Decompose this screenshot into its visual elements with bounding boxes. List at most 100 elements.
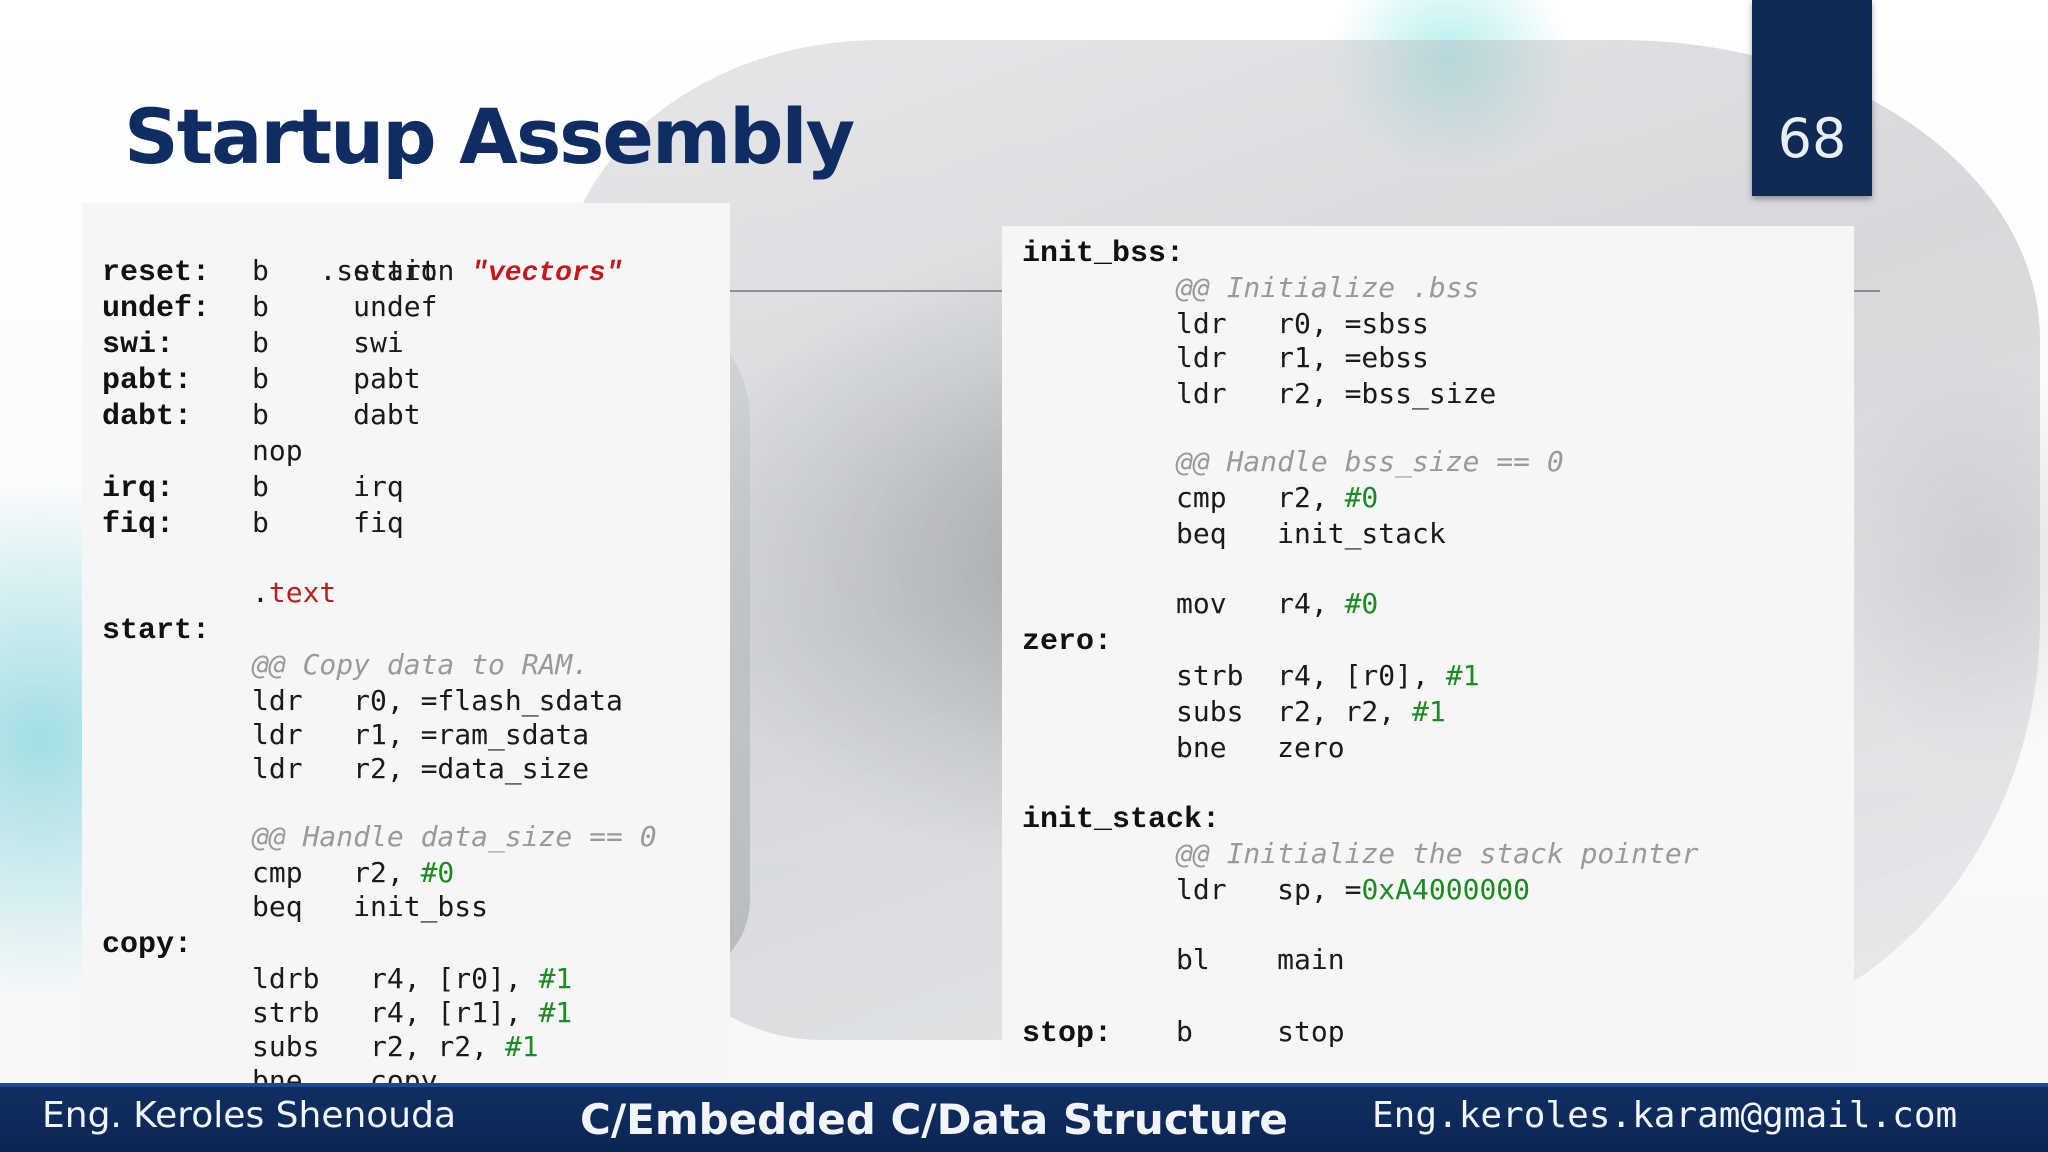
instruction: ldr r2, =bss_size [1176, 377, 1497, 410]
code-line: ldr r0, =flash_sdata [102, 683, 623, 719]
label-zero: zero: [1022, 625, 1113, 659]
instruction: b start [252, 254, 438, 287]
code-line: ldrb r4, [r0], #1 [102, 961, 572, 997]
code-line: init_stack: [1022, 800, 1221, 837]
code-line: pabt: b pabt [102, 361, 421, 398]
instruction: beq init_bss [252, 890, 489, 923]
code-line: cmp r2, #0 [102, 855, 454, 891]
immediate-value: #1 [538, 996, 573, 1029]
code-line: zero: [1022, 622, 1113, 659]
footer-bar: Eng. Keroles Shenouda C/Embedded C/Data … [0, 1087, 2048, 1152]
code-line: ldr r2, =bss_size [1022, 376, 1496, 412]
label-fiq: fiq: [102, 508, 175, 542]
instruction: ldr r2, =data_size [252, 752, 590, 785]
code-panel-right: init_bss: @@ Initialize .bss ldr r0, =sb… [1002, 226, 1854, 1072]
code-line: bl main [1022, 942, 1345, 978]
label-pabt: pabt: [102, 364, 193, 398]
code-line: irq:b irq [102, 469, 404, 506]
label-copy: copy: [102, 928, 193, 962]
code-comment: @@ Initialize .bss [1022, 270, 1479, 306]
immediate-value: #0 [420, 856, 455, 889]
code-line: stop: b stop [1022, 1014, 1345, 1051]
label-swi: swi: [102, 328, 175, 362]
label-init-bss: init_bss: [1022, 237, 1185, 271]
code-line: cmp r2, #0 [1022, 480, 1378, 516]
code-line: beq init_stack [1022, 516, 1446, 552]
comment-text: @@ Initialize .bss [1176, 271, 1480, 304]
code-line: ldr sp, =0xA4000000 [1022, 872, 1530, 908]
instruction: b stop [1176, 1015, 1345, 1048]
label-stop: stop: [1022, 1017, 1113, 1051]
instruction: mov r4, [1176, 587, 1345, 620]
comment-text: @@ Initialize the stack pointer [1176, 837, 1699, 870]
immediate-value: 0xA4000000 [1361, 873, 1531, 906]
code-line: beq init_bss [102, 889, 488, 925]
immediate-value: #0 [1344, 587, 1379, 620]
section-directive: .section [319, 254, 472, 287]
instruction: bne zero [1176, 731, 1345, 764]
page-number: 68 [1777, 107, 1847, 170]
instruction: ldr sp, = [1176, 873, 1362, 906]
label-start: start: [102, 614, 211, 648]
instruction: bl main [1176, 943, 1345, 976]
code-line: bne zero [1022, 730, 1345, 766]
page-number-tab: 68 [1752, 0, 1872, 196]
instruction: ldr r1, =ram_sdata [252, 718, 590, 751]
code-line: subs r2, r2, #1 [1022, 694, 1446, 730]
label-dabt: dabt: [102, 400, 193, 434]
comment-text: @@ Handle data_size == 0 [252, 820, 657, 853]
immediate-value: #1 [1445, 659, 1480, 692]
code-line: ldr r1, =ram_sdata [102, 717, 589, 753]
code-comment: @@ Handle bss_size == 0 [1022, 444, 1564, 480]
section-name: "vectors" [471, 258, 623, 289]
instruction: b dabt [252, 398, 421, 431]
code-line: dabt: b dabt [102, 397, 421, 434]
instruction: beq init_stack [1176, 517, 1446, 550]
label-irq: irq: [102, 472, 175, 506]
text-directive: text [268, 576, 337, 609]
label-init-stack: init_stack: [1022, 803, 1221, 837]
code-line: strb r4, [r1], #1 [102, 995, 572, 1031]
instruction: ldr r0, =sbss [1176, 307, 1429, 340]
immediate-value: #1 [1412, 695, 1446, 728]
instruction: ldrb r4, [r0], [252, 962, 539, 995]
footer-author: Eng. Keroles Shenouda [42, 1095, 457, 1136]
code-line: subs r2, r2, #1 [102, 1029, 539, 1065]
code-panel-left: .section "vectors" reset: b start undef: b… [82, 203, 730, 1097]
instruction: cmp r2, [252, 856, 421, 889]
instruction: subs r2, r2, [252, 1030, 505, 1063]
code-line: .section "vectors" [102, 217, 622, 289]
code-line: init_bss: [1022, 234, 1185, 271]
code-line: ldr r2, =data_size [102, 751, 589, 787]
code-line: undef: b undef [102, 289, 438, 326]
code-comment: @@ Initialize the stack pointer [1022, 836, 1699, 872]
instruction: nop [252, 434, 303, 467]
code-line: ldr r1, =ebss [1022, 340, 1429, 376]
code-comment: @@ Copy data to RAM. [102, 647, 589, 683]
instruction: b fiq [252, 506, 404, 539]
instruction: b undef [252, 290, 438, 323]
footer-course: C/Embedded C/Data Structure [580, 1095, 1288, 1144]
code-line: strb r4, [r0], #1 [1022, 658, 1479, 694]
immediate-value: #1 [538, 962, 573, 995]
instruction: ldr r0, =flash_sdata [252, 684, 623, 717]
code-comment: @@ Handle data_size == 0 [102, 819, 657, 855]
code-line: swi:b swi [102, 325, 404, 362]
slide-title: Startup Assembly [124, 92, 855, 181]
instruction: b pabt [252, 362, 421, 395]
directive-dot: . [252, 576, 269, 609]
instruction: subs r2, r2, [1176, 695, 1413, 728]
immediate-value: #1 [504, 1030, 539, 1063]
code-line: start: [102, 611, 211, 648]
code-line: ldr r0, =sbss [1022, 306, 1429, 342]
code-line: .text [102, 575, 336, 611]
instruction: strb r4, [r1], [252, 996, 539, 1029]
code-line: copy: [102, 925, 193, 962]
instruction: ldr r1, =ebss [1176, 341, 1429, 374]
label-reset: reset: [102, 256, 211, 290]
instruction: strb r4, [r0], [1176, 659, 1446, 692]
code-line: reset: b start [102, 253, 438, 290]
label-undef: undef: [102, 292, 211, 326]
code-line: fiq: b fiq [102, 505, 404, 542]
comment-text: @@ Copy data to RAM. [252, 648, 590, 681]
